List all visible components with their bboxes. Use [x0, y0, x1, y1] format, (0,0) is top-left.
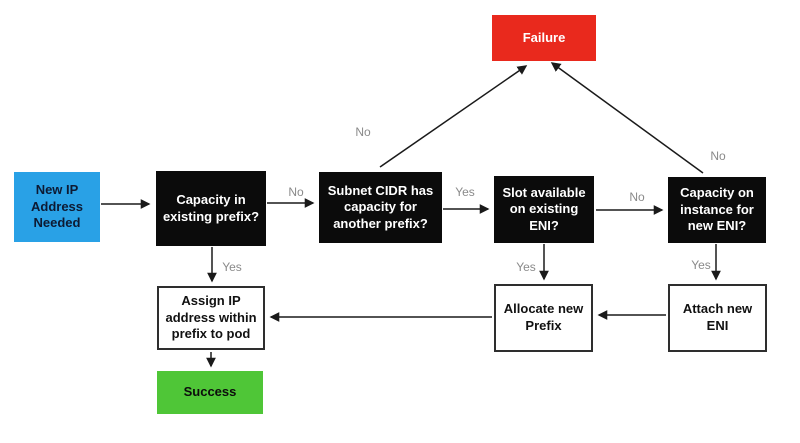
edge-label-yes-slot-eni: Yes [516, 260, 536, 274]
node-subnet-cidr-has-capacity: Subnet CIDR has capacity for another pre… [319, 172, 442, 243]
arrow-capacity-eni-to-failure [550, 62, 704, 174]
node-assign-ip-address: Assign IP address within prefix to pod [157, 286, 265, 350]
edge-label-yes-capacity-prefix: Yes [222, 260, 242, 274]
edge-label-yes-subnet-cidr: Yes [455, 185, 475, 199]
node-capacity-in-existing-prefix: Capacity in existing prefix? [156, 171, 266, 246]
node-slot-available-on-existing-eni: Slot available on existing ENI? [494, 176, 594, 243]
node-allocate-new-prefix: Allocate new Prefix [494, 284, 593, 352]
edge-label-no-capacity-prefix: No [288, 185, 304, 199]
node-capacity-on-instance-for-new-eni: Capacity on instance for new ENI? [668, 177, 766, 243]
node-success: Success [157, 371, 263, 414]
node-attach-new-eni: Attach new ENI [668, 284, 767, 352]
edge-label-no-slot-eni: No [629, 190, 645, 204]
edge-label-yes-capacity-eni: Yes [691, 258, 711, 272]
arrow-subnet-cidr-to-failure [379, 65, 528, 168]
edge-label-no-capacity-eni-failure: No [710, 149, 726, 163]
edge-label-no-subnet-cidr-failure: No [355, 125, 371, 139]
node-failure: Failure [492, 15, 596, 61]
node-new-ip-address-needed: New IP Address Needed [14, 172, 100, 242]
